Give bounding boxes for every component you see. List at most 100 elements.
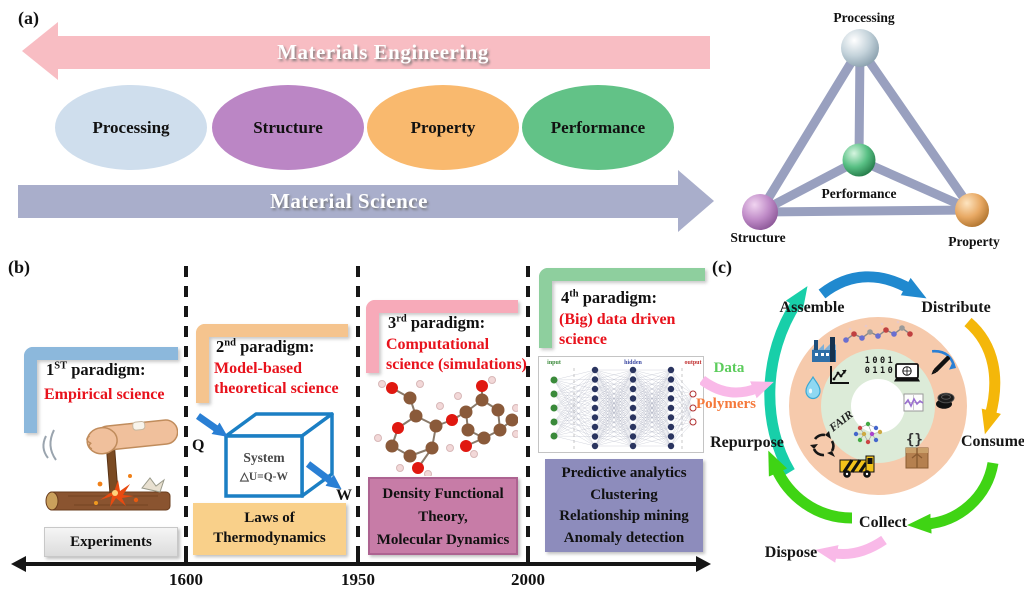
caption-thermodynamics: Laws of Thermodynamics — [193, 503, 346, 555]
consume-to-collect-arrow — [907, 461, 999, 534]
stage-dispose: Dispose — [764, 544, 818, 561]
data-input-label: Data — [713, 360, 745, 376]
ellipse-property: Property — [367, 85, 519, 170]
arm-and-fist — [86, 419, 178, 455]
work-out-arrow — [305, 461, 342, 490]
divider-1600 — [184, 266, 188, 562]
paradigm-3-subtitle: Computational science (simulations) — [386, 336, 527, 373]
caption-experiments: Experiments — [44, 527, 178, 557]
tetra-structure-label: Structure — [730, 230, 785, 245]
sphere-property — [955, 193, 989, 227]
paradigm-1-num: 1 — [46, 360, 55, 379]
tetra-property-label: Property — [948, 234, 1000, 249]
collect-to-repurpose-arrow — [768, 450, 853, 524]
tetra-performance-label: Performance — [822, 186, 897, 201]
tetra-processing-label: Processing — [833, 10, 894, 25]
bracket-paradigm-1 — [24, 347, 178, 433]
bracket-paradigm-3 — [366, 300, 518, 373]
data-polymers-input-arrow — [700, 375, 774, 399]
paradigm-2-subtitle: Model-based theoretical science — [214, 360, 339, 397]
sphere-structure — [742, 194, 778, 230]
year-1600: 1600 — [169, 570, 203, 589]
stage-assemble: Assemble — [779, 299, 845, 316]
w-label: W — [336, 487, 352, 502]
ellipse-performance: Performance — [522, 85, 674, 170]
neural-network-figure: input hidden output — [538, 356, 704, 453]
caption-data-science: Predictive analytics Clustering Relation… — [545, 459, 703, 552]
energy-equation: △U=Q-W — [239, 471, 288, 483]
divider-2000 — [526, 266, 530, 562]
timeline-left-arrowhead — [11, 555, 26, 572]
system-label: System — [243, 450, 285, 465]
assemble-to-distribute-arrow — [818, 271, 927, 299]
stage-consume: Consume — [960, 433, 1024, 450]
paradigm-1-title: 1ST paradigm: — [46, 360, 145, 380]
sparks — [94, 474, 139, 507]
polymers-input-label: Polymers — [696, 396, 756, 412]
timeline-axis — [24, 562, 698, 566]
binary-line-1: 1001 — [865, 356, 895, 366]
pen-icon — [931, 349, 956, 375]
material-science-arrow: Material Science — [18, 185, 680, 218]
thermodynamic-system-diagram: System △U=Q-W Q W — [192, 412, 352, 502]
molecule-atoms — [374, 376, 518, 476]
waveform-plot-icon — [903, 393, 924, 412]
divider-1950 — [356, 266, 360, 562]
panel-c-label: (c) — [712, 257, 732, 277]
collect-to-dispose-arrow — [815, 535, 887, 563]
bracket-paradigm-2 — [196, 324, 348, 403]
paradigm-1-subtitle: Empirical science — [44, 386, 165, 403]
braces-icon: {} — [906, 432, 923, 448]
paradigm-1-sup: ST — [54, 360, 68, 372]
material-science-arrowhead — [678, 170, 714, 232]
network-graph-icon — [853, 421, 883, 445]
water-droplet-icon — [805, 375, 821, 400]
package-box-icon — [905, 447, 929, 469]
paradigm-4-subtitle: (Big) data driven science — [559, 311, 676, 348]
q-label: Q — [192, 437, 204, 454]
binary-line-2: 0110 — [865, 366, 895, 376]
tetrahedron-edges — [755, 43, 977, 217]
stage-distribute: Distribute — [921, 299, 991, 316]
heat-in-arrow — [195, 413, 228, 437]
polymer-chain-icon — [843, 320, 913, 343]
lifecycle-diagram: 1001 0110 FAIR — [700, 271, 1001, 563]
factory-icon — [812, 337, 836, 362]
materials-engineering-arrow: Materials Engineering — [56, 36, 710, 69]
molecule-illustration — [374, 376, 518, 476]
materials-engineering-label: Materials Engineering — [277, 40, 489, 64]
bracket-paradigm-4 — [539, 268, 705, 348]
laptop-icon — [894, 363, 920, 382]
timeline-right-arrowhead — [696, 555, 711, 572]
ring-hole — [851, 379, 905, 433]
paradigm-1-rest: paradigm: — [67, 360, 146, 379]
ellipse-performance-label: Performance — [550, 117, 646, 137]
nn-output-label: output — [684, 360, 701, 366]
recycle-icon — [810, 431, 835, 457]
sphere-processing — [841, 29, 879, 67]
ellipse-processing: Processing — [55, 85, 207, 170]
nn-layers — [550, 366, 697, 450]
caption-dft-md: Density Functional Theory, Molecular Dyn… — [368, 477, 518, 555]
stage-collect: Collect — [859, 514, 907, 531]
tick-1950 — [356, 550, 360, 563]
materials-engineering-arrowhead — [22, 22, 58, 80]
distribute-to-consume-arrow — [964, 317, 1001, 435]
ellipse-property-label: Property — [410, 117, 476, 137]
tick-1600 — [184, 550, 188, 563]
sphere-performance — [842, 143, 876, 177]
system-cube-front — [224, 434, 304, 498]
nn-input-label: input — [547, 360, 561, 366]
experiment-illustration — [42, 419, 178, 511]
panel-b-label: (b) — [8, 257, 30, 277]
line-chart-icon — [830, 366, 849, 384]
paradigm-3-title: 3rd paradigm: — [388, 313, 486, 332]
nn-hidden-label: hidden — [624, 360, 642, 366]
tetrahedron-diagram: Processing Performance Structure Propert… — [730, 10, 1000, 249]
material-science-label: Material Science — [270, 189, 428, 213]
tick-2000 — [526, 550, 530, 563]
stacked-coins-icon — [936, 392, 955, 409]
ellipse-structure-label: Structure — [253, 117, 323, 137]
stage-repurpose: Repurpose — [710, 434, 784, 451]
